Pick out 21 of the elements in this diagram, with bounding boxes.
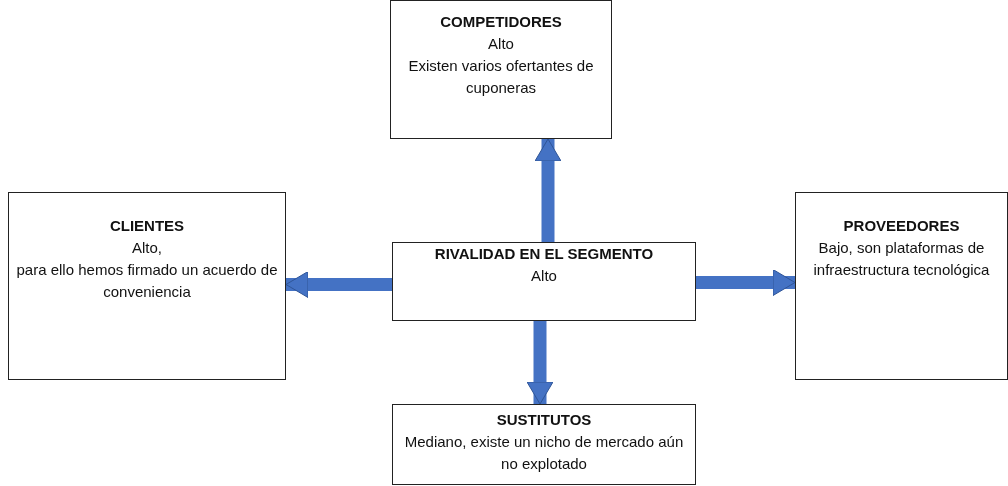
box-text: Alto (531, 266, 557, 286)
box-text: para ello hemos firmado un acuerdo de conveniencia (15, 260, 279, 302)
competitors-box (390, 0, 612, 139)
block-arrow (534, 138, 562, 242)
block-arrow (696, 269, 796, 296)
substitutes-box (392, 404, 696, 485)
block-arrow (526, 321, 554, 405)
box-heading: PROVEEDORES (843, 216, 960, 236)
box-text: Mediano, existe un nicho de mercado aún no explotado (403, 432, 685, 474)
box-text: Existen varios ofertantes de cuponeras (407, 56, 595, 98)
box-heading: SUSTITUTOS (496, 410, 592, 430)
box-heading: CLIENTES (109, 216, 185, 236)
rivalry-box (392, 242, 696, 321)
box-text: Alto, (132, 238, 162, 258)
box-text: Alto (488, 34, 514, 54)
suppliers-box (795, 192, 1008, 380)
box-text: Bajo, son plataformas de infraestructura tecnológica (812, 238, 991, 280)
block-arrow (285, 271, 392, 298)
box-heading: COMPETIDORES (440, 12, 562, 32)
box-heading: RIVALIDAD EN EL SEGMENTO (434, 244, 654, 264)
clients-box (8, 192, 286, 380)
